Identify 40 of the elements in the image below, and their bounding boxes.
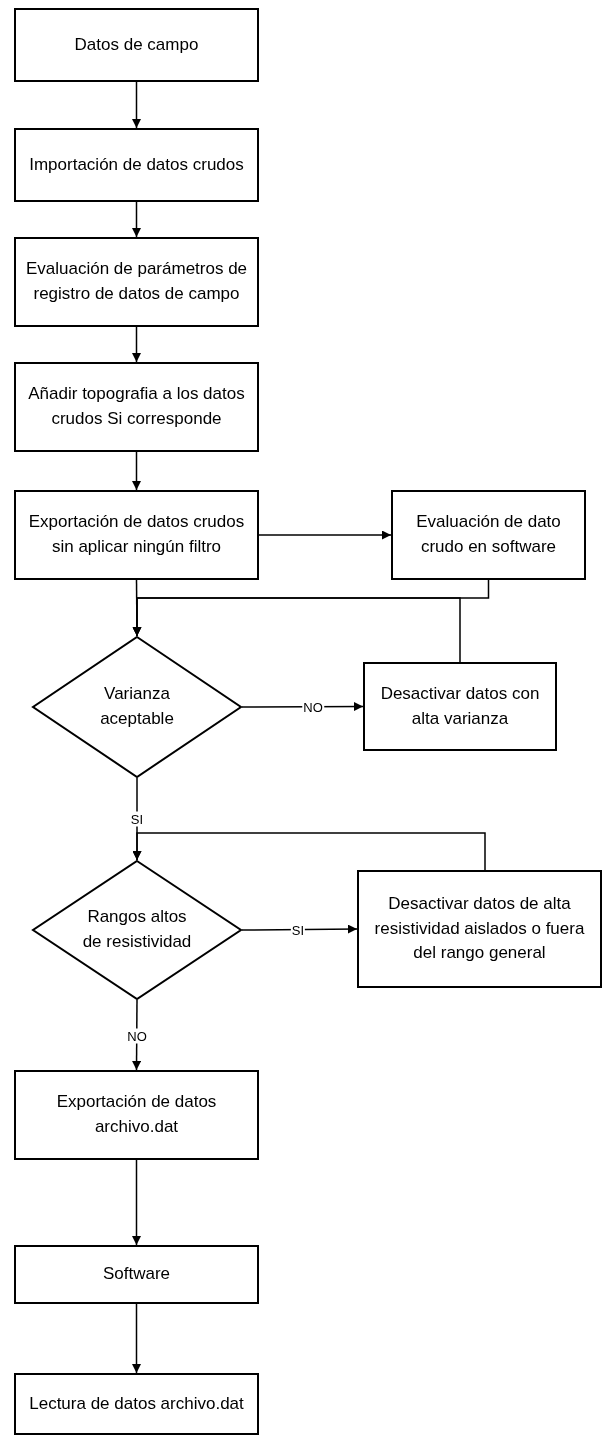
arrow <box>132 1159 141 1246</box>
process-box <box>14 1070 259 1160</box>
arrow <box>132 597 461 663</box>
node-text: Evaluación de dato crudo en software <box>415 511 562 558</box>
process-box <box>14 8 259 82</box>
arrow <box>132 999 142 1071</box>
node-text: Lectura de datos archivo.dat <box>29 1392 244 1415</box>
arrow <box>132 1303 141 1374</box>
process-box <box>391 490 586 580</box>
node-text: Desactivar datos con alta varianza <box>379 682 541 730</box>
arrow <box>132 201 141 238</box>
process-box <box>14 128 259 202</box>
decision-diamond <box>32 636 242 778</box>
process-box <box>14 362 259 452</box>
arrow <box>241 924 358 934</box>
edge-label: SI <box>129 811 145 827</box>
node-text: Importación de datos crudos <box>29 153 244 176</box>
arrow <box>132 81 141 129</box>
node-text: Varianza aceptable <box>99 683 175 730</box>
process-box <box>14 1245 259 1304</box>
arrow <box>132 832 486 871</box>
process-box <box>14 237 259 327</box>
node-text: Desactivar datos de alta resistividad aislados o fuera del rango general <box>373 893 586 965</box>
node-text: Exportación de datos crudos sin aplicar ningún filtro <box>27 511 246 558</box>
arrow <box>132 326 141 363</box>
node-text: Rangos altos de resistividad <box>81 906 193 953</box>
process-box <box>357 870 602 988</box>
process-box <box>363 662 557 751</box>
arrow <box>258 530 392 540</box>
process-box <box>14 1373 259 1435</box>
process-box <box>14 490 259 580</box>
arrow <box>132 451 141 491</box>
edge-label: NO <box>126 1028 148 1044</box>
node-text: Exportación de datos archivo.dat <box>55 1091 218 1138</box>
node-text: Software <box>102 1263 171 1286</box>
arrow <box>241 702 364 712</box>
node-text: Datos de campo <box>74 33 199 56</box>
decision-diamond <box>32 860 242 1000</box>
node-text: Evaluación de parámetros de registro de datos de campo <box>24 258 249 305</box>
node-text: Añadir topografia a los datos crudos Si corresponde <box>27 383 246 430</box>
